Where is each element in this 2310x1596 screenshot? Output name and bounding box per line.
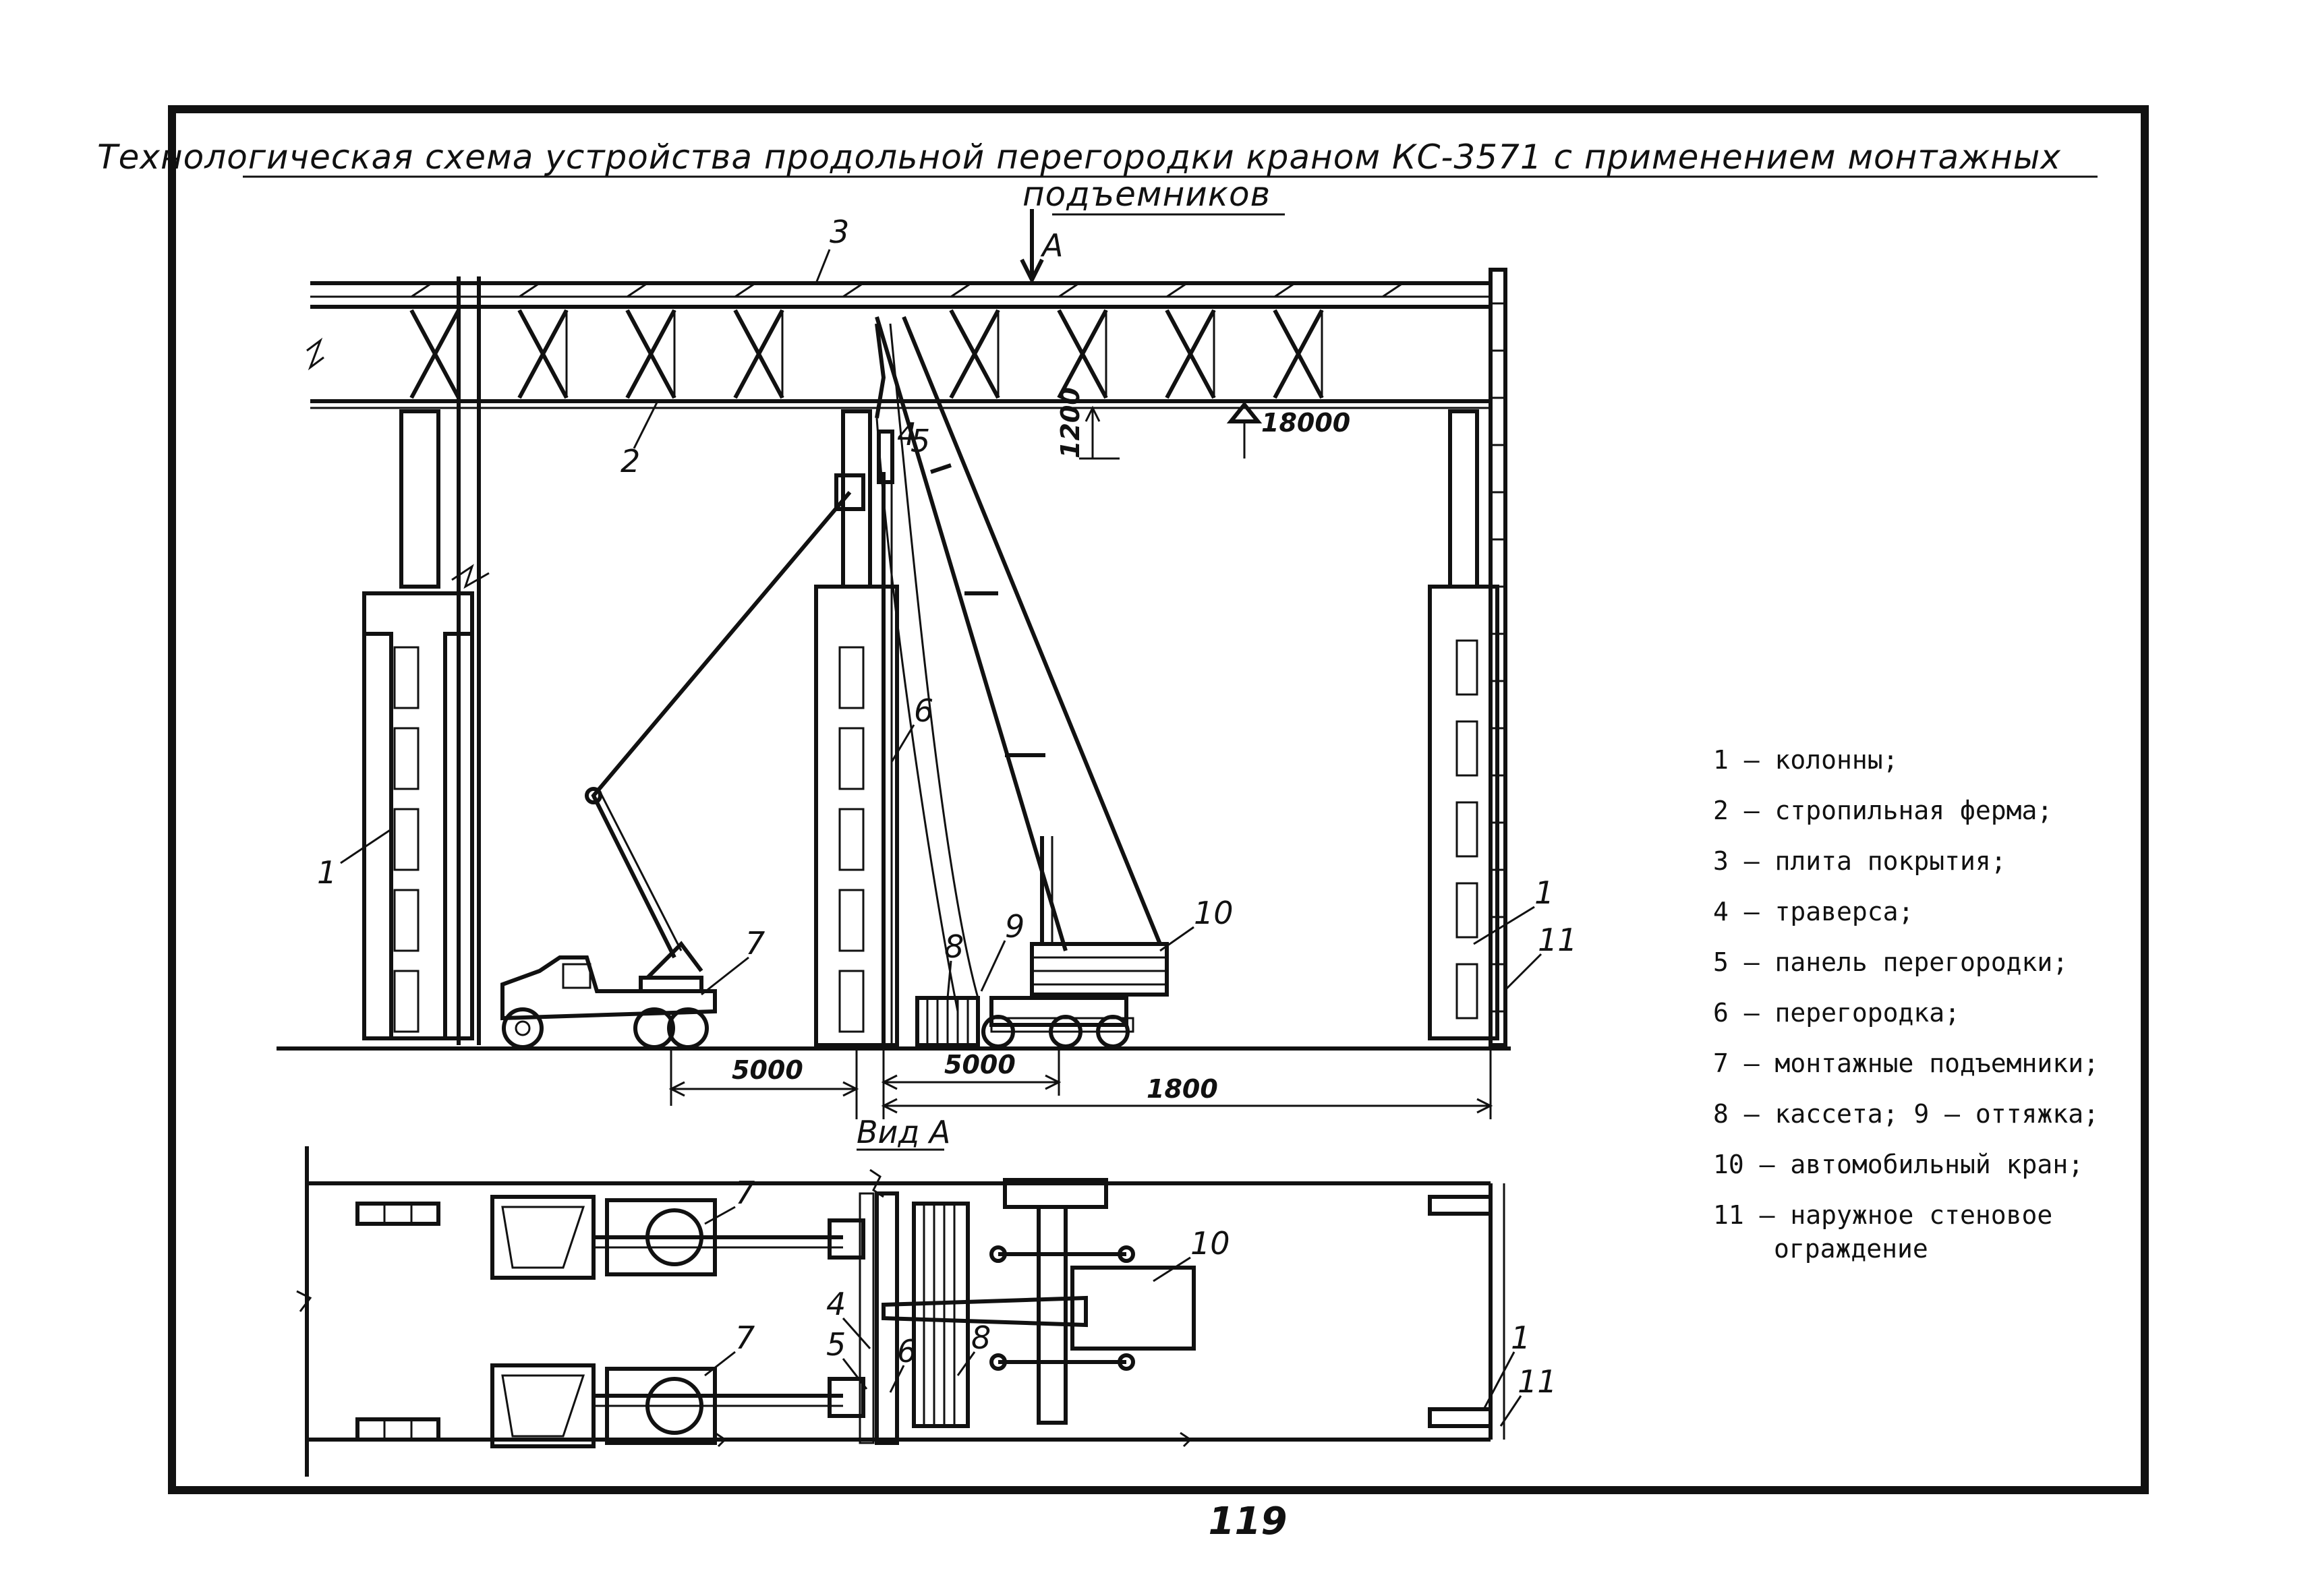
span-dimensions: 5000 5000 1800 bbox=[668, 1048, 1493, 1119]
legend-item: 6 – перегородка; bbox=[1713, 998, 1960, 1028]
column-right bbox=[1428, 268, 1507, 1047]
roof-slabs bbox=[310, 281, 1491, 298]
callout-10: 10 bbox=[1194, 895, 1234, 931]
callout-5: 5 bbox=[911, 423, 930, 459]
title-line-1: Технологическая схема устройства продоль… bbox=[97, 138, 2061, 177]
view-label: Вид А bbox=[857, 1114, 950, 1150]
drawing-frame bbox=[168, 105, 2149, 1494]
title-line-2: подъемников bbox=[1022, 175, 1271, 214]
legend-item: 11 – наружное стеновое bbox=[1713, 1200, 2052, 1230]
auto-crane bbox=[875, 316, 1169, 1048]
column-left bbox=[362, 276, 490, 1045]
span-dim-2: 5000 bbox=[944, 1050, 1016, 1080]
callout-1-left: 1 bbox=[317, 854, 337, 891]
height-mark: 18000 bbox=[1261, 408, 1350, 438]
mounting-lift-truck bbox=[500, 473, 865, 1049]
legend-item: 7 – монтажные подъемники; bbox=[1713, 1048, 2099, 1078]
callout-9: 9 bbox=[1005, 908, 1024, 945]
callout-7: 7 bbox=[745, 925, 765, 962]
legend-item: 2 – стропильная ферма; bbox=[1713, 796, 2052, 825]
external-wall bbox=[1489, 268, 1507, 1047]
plan-callout-7-bottom: 7 bbox=[735, 1320, 755, 1356]
callout-11: 11 bbox=[1538, 922, 1578, 958]
plan-view-a: Вид А bbox=[296, 1114, 1557, 1477]
legend-item: 8 – кассета; 9 – оттяжка; bbox=[1713, 1099, 2099, 1129]
legend-item: 1 – колонны; bbox=[1713, 745, 1899, 775]
callout-6: 6 bbox=[914, 692, 933, 729]
plan-callout-1: 1 bbox=[1511, 1320, 1530, 1356]
legend-item: 4 – траверса; bbox=[1713, 897, 1913, 926]
plan-callout-11: 11 bbox=[1518, 1363, 1557, 1400]
height-dimensions: 1200 18000 bbox=[1056, 387, 1350, 460]
callout-1-right: 1 bbox=[1534, 875, 1554, 911]
section-mark-letter: A bbox=[1040, 227, 1063, 264]
plan-callout-7-top: 7 bbox=[735, 1175, 755, 1211]
plan-callout-6: 6 bbox=[897, 1333, 917, 1369]
elevation-view: A 1200 18000 3 2 4 5 1 6 7 8 9 10 1 bbox=[277, 209, 1578, 1119]
cassette bbox=[915, 996, 980, 1047]
callout-3: 3 bbox=[830, 214, 849, 250]
legend-item: 3 – плита покрытия; bbox=[1713, 846, 2006, 876]
plan-callout-5: 5 bbox=[826, 1326, 846, 1363]
clearance-dim: 1200 bbox=[1056, 387, 1085, 459]
column-middle bbox=[814, 409, 899, 1047]
lift-trucks-plan bbox=[490, 1195, 865, 1448]
crane-plan bbox=[882, 1178, 1196, 1425]
callout-4: 4 bbox=[897, 416, 917, 452]
guy-rope bbox=[889, 323, 979, 999]
legend-item: ограждение bbox=[1774, 1234, 1928, 1264]
plan-callout-10: 10 bbox=[1190, 1225, 1230, 1262]
plan-callout-8: 8 bbox=[971, 1320, 991, 1356]
cassette-plan bbox=[912, 1202, 970, 1428]
legend: 1 – колонны; 2 – стропильная ферма; 3 – … bbox=[1713, 745, 2099, 1264]
section-mark-a: A bbox=[1020, 209, 1063, 285]
span-dim-3: 1800 bbox=[1147, 1074, 1218, 1104]
plan-callout-4: 4 bbox=[826, 1286, 846, 1322]
page-number: 119 bbox=[1209, 1500, 1288, 1543]
legend-item: 10 – автомобильный кран; bbox=[1713, 1150, 2083, 1179]
span-dim-1: 5000 bbox=[732, 1055, 803, 1085]
callout-8: 8 bbox=[944, 928, 964, 965]
callout-2: 2 bbox=[620, 443, 640, 479]
legend-item: 5 – панель перегородки; bbox=[1713, 947, 2068, 977]
